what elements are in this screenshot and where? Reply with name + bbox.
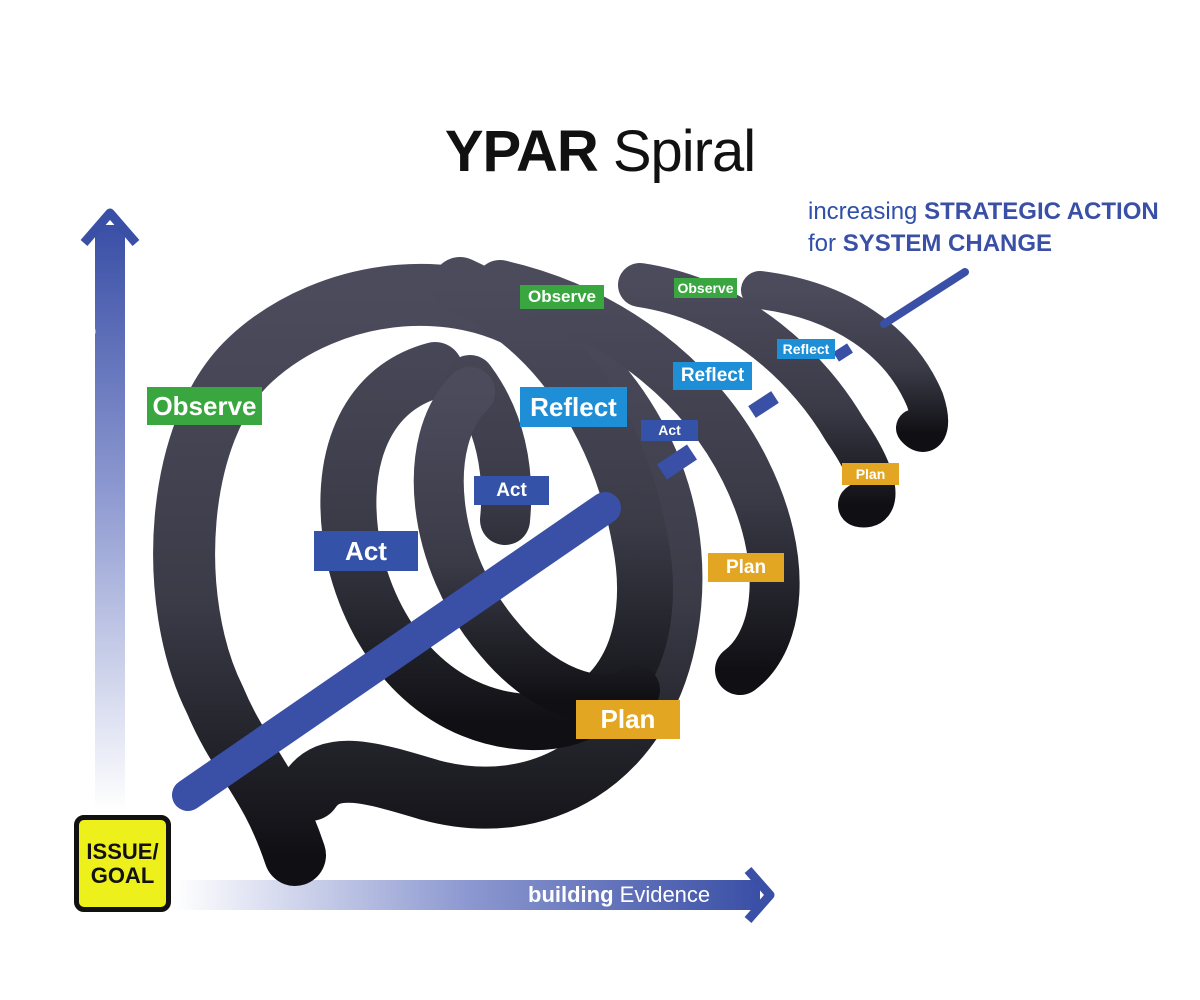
- x-axis-label-bold: building: [528, 882, 614, 907]
- tagline-line-2: for SYSTEM CHANGE: [808, 228, 1159, 260]
- spiral-coils: [153, 257, 949, 886]
- x-axis-label-light: Evidence: [613, 882, 711, 907]
- issue-goal-box: ISSUE/ GOAL: [74, 815, 171, 912]
- y-axis-label: building Allies: [64, 170, 104, 410]
- diagram-title: YPAR Spiral: [0, 118, 1200, 185]
- tagline-1-bold: STRATEGIC ACTION: [924, 198, 1159, 225]
- tagline-2-light: for: [808, 230, 843, 257]
- cycle-1-act-label: Act: [314, 531, 418, 571]
- cycle-2-observe-label: Observe: [520, 285, 604, 309]
- y-axis-label-bold: building: [71, 324, 96, 410]
- cycle-3-act-label: Act: [641, 420, 698, 441]
- cycle-3-plan-label: Plan: [842, 463, 899, 485]
- cycle-2-plan-label: Plan: [708, 553, 784, 582]
- cycle-1-observe-label: Observe: [147, 387, 262, 425]
- spiral-loop-5: [741, 271, 949, 452]
- spiral-loop-4: [618, 263, 896, 528]
- x-axis-label: building Evidence: [528, 880, 710, 910]
- tagline-line-1: increasing STRATEGIC ACTION: [808, 196, 1159, 228]
- cycle-1-plan-label: Plan: [576, 700, 680, 739]
- cycle-1-reflect-label: Reflect: [520, 387, 627, 427]
- title-light: Spiral: [597, 119, 756, 184]
- cycle-2-act-label: Act: [474, 476, 549, 505]
- cycle-3-observe-label: Observe: [674, 278, 737, 298]
- y-axis-arrow: [80, 208, 140, 810]
- tagline: increasing STRATEGIC ACTION for SYSTEM C…: [808, 196, 1159, 260]
- cycle-2-reflect-label: Reflect: [673, 362, 752, 390]
- title-bold: YPAR: [444, 119, 599, 184]
- spiral-loop-3b: [413, 367, 660, 725]
- y-axis-label-light: Allies: [71, 266, 96, 325]
- tagline-1-light: increasing: [808, 198, 925, 225]
- progress-line: [172, 268, 969, 811]
- tagline-2-bold: SYSTEM CHANGE: [842, 230, 1053, 257]
- issue-goal-label: ISSUE/ GOAL: [86, 838, 159, 888]
- x-axis-arrow: [175, 867, 775, 923]
- cycle-3-reflect-label: Reflect: [777, 339, 835, 359]
